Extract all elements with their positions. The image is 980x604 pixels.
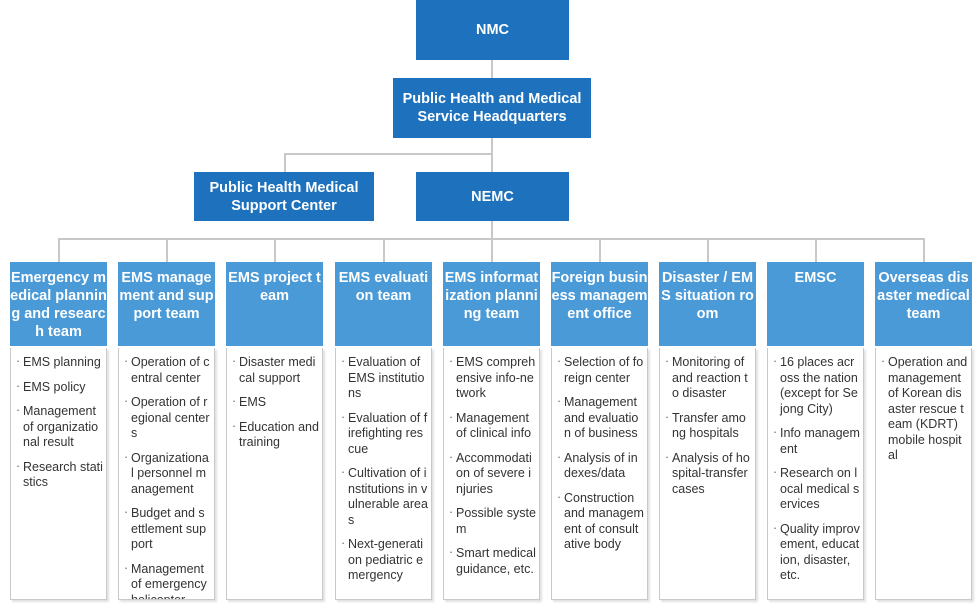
- team-duties: Disaster medical supportEMS Education and…: [226, 348, 323, 600]
- nmc-label: NMC: [475, 22, 510, 38]
- connector-team-drop: [923, 238, 925, 262]
- duty-item: Possible system: [449, 505, 536, 537]
- duty-item: Transfer among hospitals: [665, 410, 752, 442]
- team-column: Overseas disaster medical team Operation…: [875, 262, 972, 600]
- team-duties: Operation of central centerOperation of …: [118, 348, 215, 600]
- team-header: Disaster / EMS situation room: [659, 262, 756, 346]
- duty-item: Construction and management of consultat…: [557, 490, 644, 553]
- team-duties: Selection of foreign centerManagement an…: [551, 348, 648, 600]
- team-column: Foreign business management office Selec…: [551, 262, 648, 600]
- duty-item: EMS planning: [16, 354, 103, 371]
- team-header: EMS project team: [226, 262, 323, 346]
- team-column: Disaster / EMS situation room Monitoring…: [659, 262, 756, 600]
- team-header: Emergency medical planning and research …: [10, 262, 107, 346]
- duty-item: EMS policy: [16, 379, 103, 396]
- team-header: EMS informatization planning team: [443, 262, 540, 346]
- duty-item: Organizational personnel management: [124, 450, 211, 498]
- duty-item: Management of emergency helicopter: [124, 561, 211, 599]
- team-header: EMSC: [767, 262, 864, 346]
- duty-item: Next-generation pediatric emergency: [341, 536, 428, 584]
- duty-item: Management of organizational result: [16, 403, 103, 451]
- team-header: Overseas disaster medical team: [875, 262, 972, 346]
- duty-item: Education and training: [232, 419, 319, 451]
- duty-item: Budget and settlement support: [124, 505, 211, 553]
- duty-item: Management of clinical info: [449, 410, 536, 442]
- team-header: Foreign business management office: [551, 262, 648, 346]
- duty-item: 16 places across the nation (except for …: [773, 354, 860, 417]
- team-column: EMS informatization planning team EMS co…: [443, 262, 540, 600]
- connector-team-drop: [274, 238, 276, 262]
- support-center-box: Public Health Medical Support Center: [194, 172, 374, 221]
- duty-item: Evaluation of firefighting rescue: [341, 410, 428, 458]
- connector-team-drop: [599, 238, 601, 262]
- nemc-box: NEMC: [416, 172, 569, 221]
- connector-branch-horizontal: [284, 153, 493, 155]
- team-column: EMS management and support team Operatio…: [118, 262, 215, 600]
- team-column: EMS project team Disaster medical suppor…: [226, 262, 323, 600]
- duty-item: Management and evaluation of business: [557, 394, 644, 442]
- connector-team-drop: [58, 238, 60, 262]
- team-duties: Operation and management of Korean disas…: [875, 348, 972, 600]
- duty-item: Quality improvement, education, disaster…: [773, 521, 860, 584]
- duty-item: Cultivation of institutions in vulnerabl…: [341, 465, 428, 528]
- team-column: EMSC 16 places across the nation (except…: [767, 262, 864, 600]
- team-duties: Monitoring of and reaction to disasterTr…: [659, 348, 756, 600]
- duty-item: Disaster medical support: [232, 354, 319, 386]
- duty-item: Monitoring of and reaction to disaster: [665, 354, 752, 402]
- duty-item: Research on local medical services: [773, 465, 860, 513]
- headquarters-label: Public Health and Medical Service Headqu…: [402, 91, 582, 125]
- duty-item: Smart medical guidance, etc.: [449, 545, 536, 577]
- duty-item: Evaluation of EMS institutions: [341, 354, 428, 402]
- support-center-label: Public Health Medical Support Center: [209, 179, 359, 214]
- team-column: EMS evaluation team Evaluation of EMS in…: [335, 262, 432, 600]
- team-duties: 16 places across the nation (except for …: [767, 348, 864, 600]
- team-header: EMS management and support team: [118, 262, 215, 346]
- connector-team-drop: [491, 238, 493, 262]
- connector-team-drop: [707, 238, 709, 262]
- duty-item: Research statistics: [16, 459, 103, 491]
- duty-item: EMS: [232, 394, 319, 411]
- headquarters-box: Public Health and Medical Service Headqu…: [393, 78, 591, 138]
- duty-item: Selection of foreign center: [557, 354, 644, 386]
- duty-item: Analysis of hospital-transfer cases: [665, 450, 752, 498]
- duty-item: Operation of regional centers: [124, 394, 211, 442]
- duty-item: Info management: [773, 425, 860, 457]
- connector-team-drop: [383, 238, 385, 262]
- team-duties: Evaluation of EMS institutionsEvaluation…: [335, 348, 432, 600]
- connector-nmc-hq: [491, 60, 493, 78]
- team-duties: EMS comprehensive info-networkManagement…: [443, 348, 540, 600]
- nmc-box: NMC: [416, 0, 569, 60]
- connector-support-center: [284, 153, 286, 172]
- team-column: Emergency medical planning and research …: [10, 262, 107, 600]
- nemc-label: NEMC: [471, 188, 514, 205]
- connector-team-drop: [166, 238, 168, 262]
- connector-nemc-down: [491, 221, 493, 239]
- duty-item: Operation of central center: [124, 354, 211, 386]
- duty-item: Accommodation of severe injuries: [449, 450, 536, 498]
- connector-team-drop: [815, 238, 817, 262]
- team-header: EMS evaluation team: [335, 262, 432, 346]
- duty-item: Analysis of indexes/data: [557, 450, 644, 482]
- team-duties: EMS planningEMS policyManagement of orga…: [10, 348, 107, 600]
- connector-hq-down: [491, 138, 493, 172]
- duty-item: EMS comprehensive info-network: [449, 354, 536, 402]
- duty-item: Operation and management of Korean disas…: [881, 354, 968, 464]
